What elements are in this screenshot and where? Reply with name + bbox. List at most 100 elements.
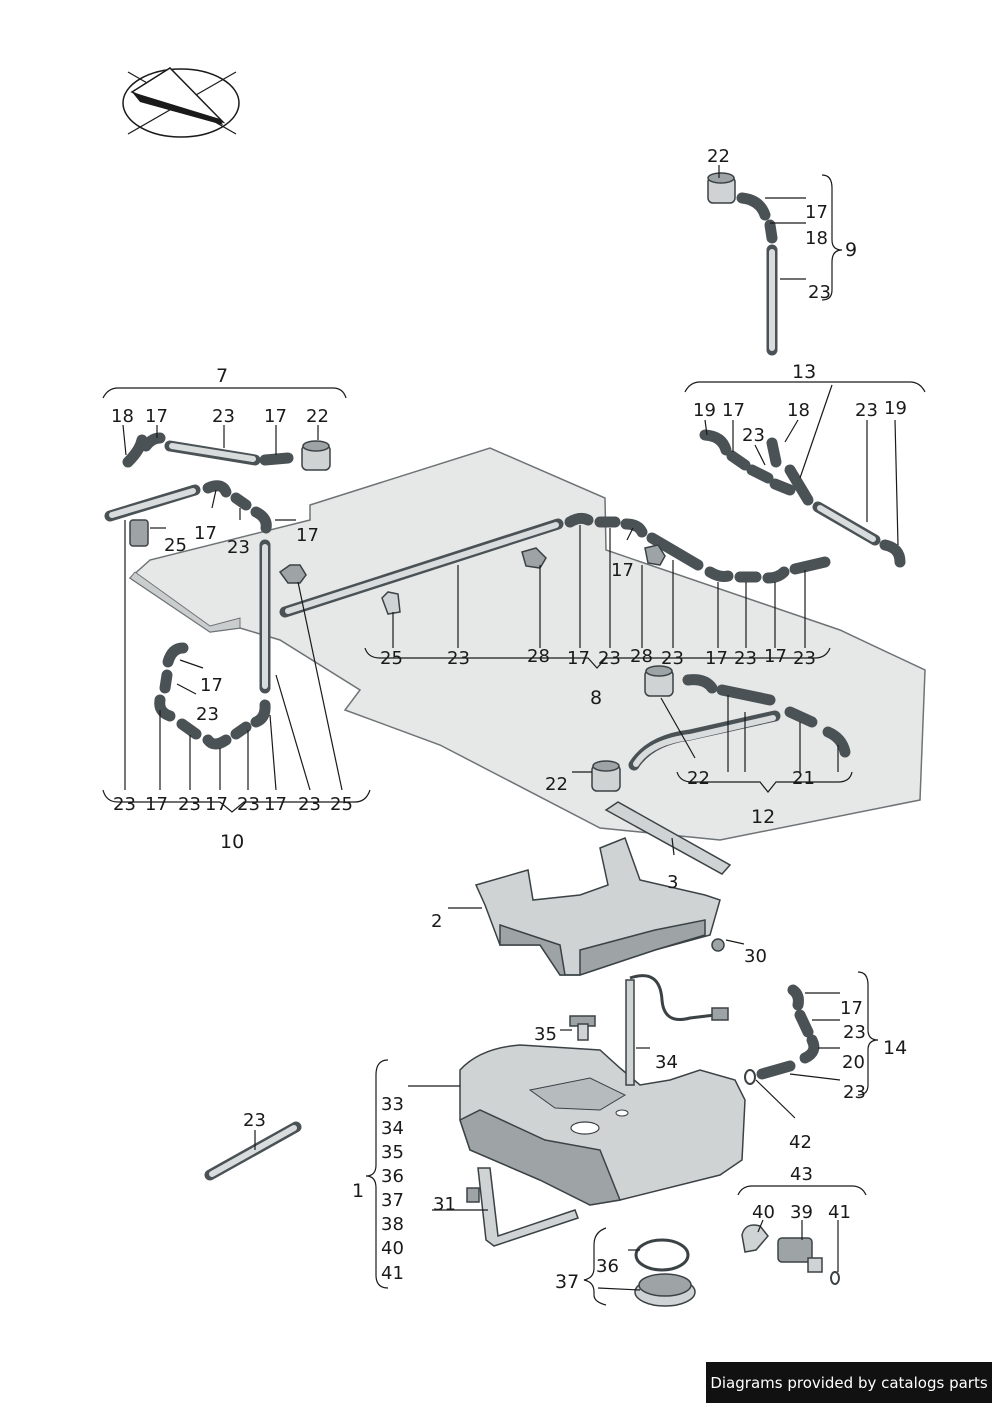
callout-23: 23 xyxy=(113,794,136,815)
callout-labels: 22 17 18 9 23 13 19 17 18 23 19 23 7 18 … xyxy=(111,146,907,1293)
callout-17: 17 xyxy=(567,648,590,669)
callout-25: 25 xyxy=(164,535,187,556)
callout-23: 23 xyxy=(237,794,260,815)
callout-23: 23 xyxy=(793,648,816,669)
callout-3: 3 xyxy=(667,872,678,893)
callout-23: 23 xyxy=(855,400,878,421)
vehicle-floor-panel xyxy=(128,447,926,841)
callout-23: 23 xyxy=(298,794,321,815)
group-1-item-37: 37 xyxy=(381,1190,404,1211)
callout-25: 25 xyxy=(330,794,353,815)
callout-17: 17 xyxy=(264,406,287,427)
callout-22: 22 xyxy=(306,406,329,427)
hose-group-9 xyxy=(707,172,778,356)
hose-group-12 xyxy=(591,665,851,792)
hose-group-7 xyxy=(122,432,331,471)
group-1-item-41: 41 xyxy=(381,1263,404,1284)
group-1-item-33: 33 xyxy=(381,1094,404,1115)
hose-group-14 xyxy=(744,984,820,1085)
callout-35: 35 xyxy=(534,1024,557,1045)
callout-23: 23 xyxy=(227,537,250,558)
callout-30: 30 xyxy=(744,946,767,967)
callout-41: 41 xyxy=(828,1202,851,1223)
callout-23: 23 xyxy=(734,648,757,669)
callout-17: 17 xyxy=(805,202,828,223)
group-1-item-35: 35 xyxy=(381,1142,404,1163)
callout-17: 17 xyxy=(200,675,223,696)
fuel-sender-34 xyxy=(625,974,729,1086)
callout-17: 17 xyxy=(296,525,319,546)
group-callout-14: 14 xyxy=(883,1037,907,1059)
callout-18: 18 xyxy=(111,406,134,427)
group-callout-43: 43 xyxy=(790,1164,813,1185)
hose-group-10 xyxy=(104,480,307,750)
callout-42: 42 xyxy=(789,1132,812,1153)
credit-banner: Diagrams provided by catalogs parts xyxy=(706,1362,992,1403)
callout-2: 2 xyxy=(431,911,442,932)
sensor-35 xyxy=(569,1015,596,1041)
fuel-tank xyxy=(459,1044,746,1206)
callout-22: 22 xyxy=(687,768,710,789)
callout-23: 23 xyxy=(212,406,235,427)
callout-23: 23 xyxy=(243,1110,266,1131)
mounting-frame-2 xyxy=(474,837,725,976)
group-callout-7: 7 xyxy=(216,365,228,387)
hose-group-8 xyxy=(279,512,831,618)
callout-17: 17 xyxy=(194,523,217,544)
callout-17: 17 xyxy=(840,998,863,1019)
callout-18: 18 xyxy=(805,228,828,249)
callout-17: 17 xyxy=(705,648,728,669)
callout-17: 17 xyxy=(145,406,168,427)
callout-25: 25 xyxy=(380,648,403,669)
callout-23: 23 xyxy=(178,794,201,815)
callout-28: 28 xyxy=(527,646,550,667)
callout-23: 23 xyxy=(196,704,219,725)
callout-23: 23 xyxy=(598,648,621,669)
callout-23: 23 xyxy=(742,425,765,446)
group-callout-13: 13 xyxy=(792,361,816,383)
group-callout-12: 12 xyxy=(751,806,775,828)
callout-36: 36 xyxy=(596,1256,619,1277)
callout-23: 23 xyxy=(843,1022,866,1043)
callout-21: 21 xyxy=(792,768,815,789)
callout-17: 17 xyxy=(722,400,745,421)
callout-20: 20 xyxy=(842,1052,865,1073)
callout-22: 22 xyxy=(707,146,730,167)
callout-17: 17 xyxy=(145,794,168,815)
callout-19: 19 xyxy=(693,400,716,421)
callout-18: 18 xyxy=(787,400,810,421)
tank-strap-31 xyxy=(466,1167,579,1247)
callout-34: 34 xyxy=(655,1052,678,1073)
callout-17: 17 xyxy=(264,794,287,815)
callout-17: 17 xyxy=(764,646,787,667)
callout-23: 23 xyxy=(447,648,470,669)
loose-hose-23 xyxy=(204,1121,302,1181)
group-callout-37: 37 xyxy=(555,1271,579,1293)
callout-39: 39 xyxy=(790,1202,813,1223)
group-1-item-34: 34 xyxy=(381,1118,404,1139)
group-callout-1: 1 xyxy=(352,1180,364,1202)
connector-group-43 xyxy=(741,1224,840,1285)
callout-17: 17 xyxy=(611,560,634,581)
callout-31: 31 xyxy=(433,1194,456,1215)
group-1-item-38: 38 xyxy=(381,1214,404,1235)
callout-23: 23 xyxy=(808,282,831,303)
orientation-compass-icon xyxy=(122,67,240,138)
group-callout-9: 9 xyxy=(845,239,857,261)
group-callout-8: 8 xyxy=(590,687,602,709)
callout-19: 19 xyxy=(884,398,907,419)
group-callout-10: 10 xyxy=(220,831,244,853)
group-1-item-36: 36 xyxy=(381,1166,404,1187)
callout-40: 40 xyxy=(752,1202,775,1223)
group-1-item-40: 40 xyxy=(381,1238,404,1259)
callout-23: 23 xyxy=(661,648,684,669)
leader-lines xyxy=(102,165,926,1306)
callout-22: 22 xyxy=(545,774,568,795)
filler-cap-37 xyxy=(634,1238,696,1307)
callout-28: 28 xyxy=(630,646,653,667)
bracket-3 xyxy=(604,801,732,875)
hose-group-13 xyxy=(699,429,906,568)
callout-23: 23 xyxy=(843,1082,866,1103)
callout-17: 17 xyxy=(205,794,228,815)
